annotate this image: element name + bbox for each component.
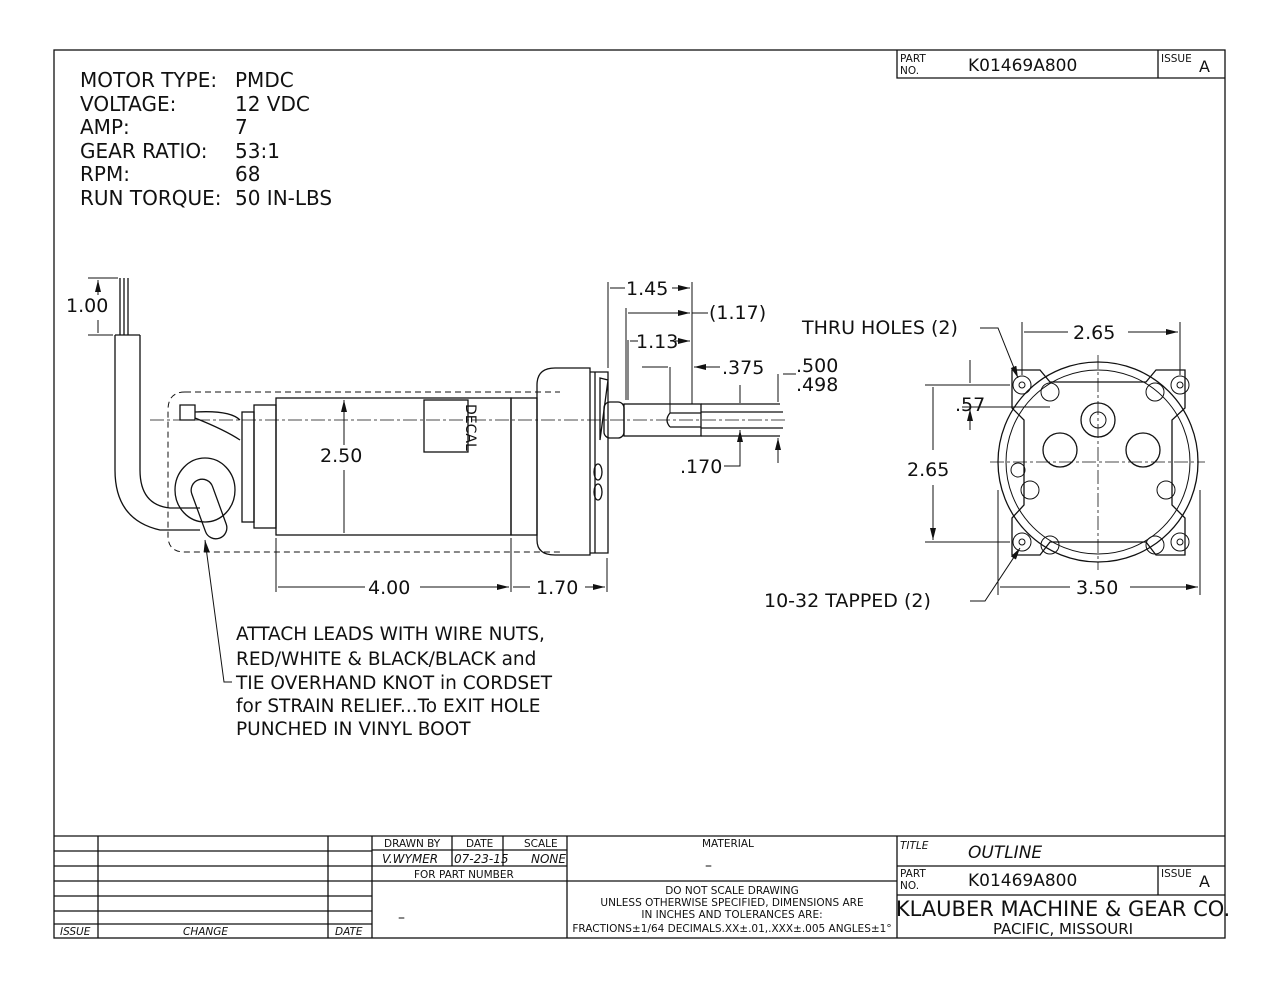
motor-end-view bbox=[990, 355, 1205, 570]
vinyl-boot-outline bbox=[167, 391, 560, 553]
issue-value: A bbox=[1199, 57, 1210, 76]
side-view-dimensions: 1.00 2.50 4.00 1.70 1.45 (1.17) 1.13 .37… bbox=[66, 278, 838, 599]
drawing-title: OUTLINE bbox=[968, 843, 1042, 863]
dim-lead-length: 1.00 bbox=[66, 295, 108, 317]
wiring-note: ATTACH LEADS WITH WIRE NUTS, RED/WHITE &… bbox=[203, 539, 553, 740]
dim-gearbox-length: 1.70 bbox=[536, 577, 578, 599]
dim-shaft-max: .500 bbox=[796, 355, 838, 377]
part-label-no: NO. bbox=[900, 65, 919, 77]
header-part-block: PART NO. K01469A800 ISSUE A bbox=[896, 50, 1225, 79]
drawing-date: 07-23-15 bbox=[454, 852, 508, 866]
dim-shaft-1: 1.45 bbox=[626, 278, 668, 300]
lead-wires bbox=[119, 278, 129, 335]
dim-shaft-3: 1.13 bbox=[636, 331, 678, 353]
rev-date-header: DATE bbox=[335, 926, 363, 938]
spec-value: 7 bbox=[235, 115, 248, 139]
drawn-by-label: DRAWN BY bbox=[384, 838, 441, 850]
title-issue: A bbox=[1199, 872, 1210, 891]
end-view-dimensions: THRU HOLES (2) 2.65 2.65 .57 3.50 10-32 … bbox=[764, 317, 1200, 612]
company-name: KLAUBER MACHINE & GEAR CO. bbox=[896, 897, 1230, 921]
spec-value: 12 VDC bbox=[235, 92, 310, 116]
rev-issue-header: ISSUE bbox=[60, 926, 91, 938]
motor-side-view: DECAL bbox=[114, 278, 785, 556]
part-label: PART bbox=[900, 868, 926, 880]
drawn-by: V.WYMER bbox=[382, 852, 438, 866]
spec-label: GEAR RATIO: bbox=[80, 139, 208, 163]
motor-specs: MOTOR TYPE: PMDC VOLTAGE: 12 VDC AMP: 7 … bbox=[80, 68, 332, 210]
tolerance-note: UNLESS OTHERWISE SPECIFIED, DIMENSIONS A… bbox=[600, 897, 863, 909]
spec-label: RUN TORQUE: bbox=[80, 186, 221, 210]
title-block: TITLE OUTLINE PART NO. K01469A800 ISSUE … bbox=[896, 840, 1230, 938]
rev-change-header: CHANGE bbox=[183, 926, 228, 938]
spec-label: MOTOR TYPE: bbox=[80, 68, 217, 92]
note-line: ATTACH LEADS WITH WIRE NUTS, bbox=[236, 624, 545, 645]
tapped-label: 10-32 TAPPED (2) bbox=[764, 590, 931, 612]
spec-label: AMP: bbox=[80, 115, 130, 139]
drawing-scale: NONE bbox=[531, 852, 566, 866]
thru-holes-label: THRU HOLES (2) bbox=[801, 317, 958, 339]
tolerance-note: IN INCHES AND TOLERANCES ARE: bbox=[641, 909, 822, 921]
spec-value: 68 bbox=[235, 162, 260, 186]
tolerance-note: FRACTIONS±1/64 DECIMALS.XX±.01,.XXX±.005… bbox=[572, 923, 891, 935]
date-label: DATE bbox=[466, 838, 493, 850]
note-line: for STRAIN RELIEF...To EXIT HOLE bbox=[236, 696, 540, 717]
revision-block: ISSUE CHANGE DATE bbox=[54, 835, 1225, 938]
title-label: TITLE bbox=[900, 840, 929, 852]
dim-keyway: .375 bbox=[722, 357, 764, 379]
spec-value: 50 IN-LBS bbox=[235, 186, 332, 210]
dim-shaft-2: (1.17) bbox=[709, 302, 766, 324]
issue-label: ISSUE bbox=[1161, 868, 1192, 880]
part-label-no: NO. bbox=[900, 880, 919, 892]
dim-face-width: 3.50 bbox=[1076, 577, 1118, 599]
title-part-number: K01469A800 bbox=[968, 871, 1077, 891]
material-label: MATERIAL bbox=[702, 838, 754, 850]
drawn-by-block: DRAWN BY DATE SCALE V.WYMER 07-23-15 NON… bbox=[372, 836, 898, 938]
sheet-border bbox=[53, 49, 1226, 939]
scale-label: SCALE bbox=[524, 838, 558, 850]
part-label: PART bbox=[900, 53, 926, 65]
note-line: RED/WHITE & BLACK/BLACK and bbox=[236, 649, 536, 670]
knot bbox=[174, 457, 236, 523]
for-part-number: – bbox=[398, 910, 405, 926]
spec-label: RPM: bbox=[80, 162, 130, 186]
dim-body-length: 4.00 bbox=[368, 577, 410, 599]
material-value: – bbox=[705, 858, 712, 874]
spec-value: 53:1 bbox=[235, 139, 280, 163]
decal-box bbox=[423, 399, 469, 453]
for-part-label: FOR PART NUMBER bbox=[414, 869, 514, 881]
part-number: K01469A800 bbox=[968, 56, 1077, 76]
dim-hole-spacing-h: 2.65 bbox=[1073, 322, 1115, 344]
tolerance-note: DO NOT SCALE DRAWING bbox=[665, 885, 799, 897]
issue-label: ISSUE bbox=[1161, 53, 1192, 65]
note-line: TIE OVERHAND KNOT in CORDSET bbox=[235, 673, 553, 694]
company-location: PACIFIC, MISSOURI bbox=[993, 920, 1133, 938]
cordset bbox=[114, 335, 200, 531]
decal-label: DECAL bbox=[462, 404, 478, 451]
dim-offset: .57 bbox=[955, 394, 985, 416]
note-line: PUNCHED IN VINYL BOOT bbox=[236, 719, 471, 740]
dim-shaft-min: .498 bbox=[796, 374, 838, 396]
spec-value: PMDC bbox=[235, 68, 294, 92]
dim-hole-spacing-v: 2.65 bbox=[907, 459, 949, 481]
dim-flat: .170 bbox=[680, 456, 722, 478]
end-plate bbox=[1011, 369, 1186, 556]
spec-label: VOLTAGE: bbox=[80, 92, 176, 116]
gearbox bbox=[536, 367, 591, 556]
dim-diameter: 2.50 bbox=[320, 445, 362, 467]
